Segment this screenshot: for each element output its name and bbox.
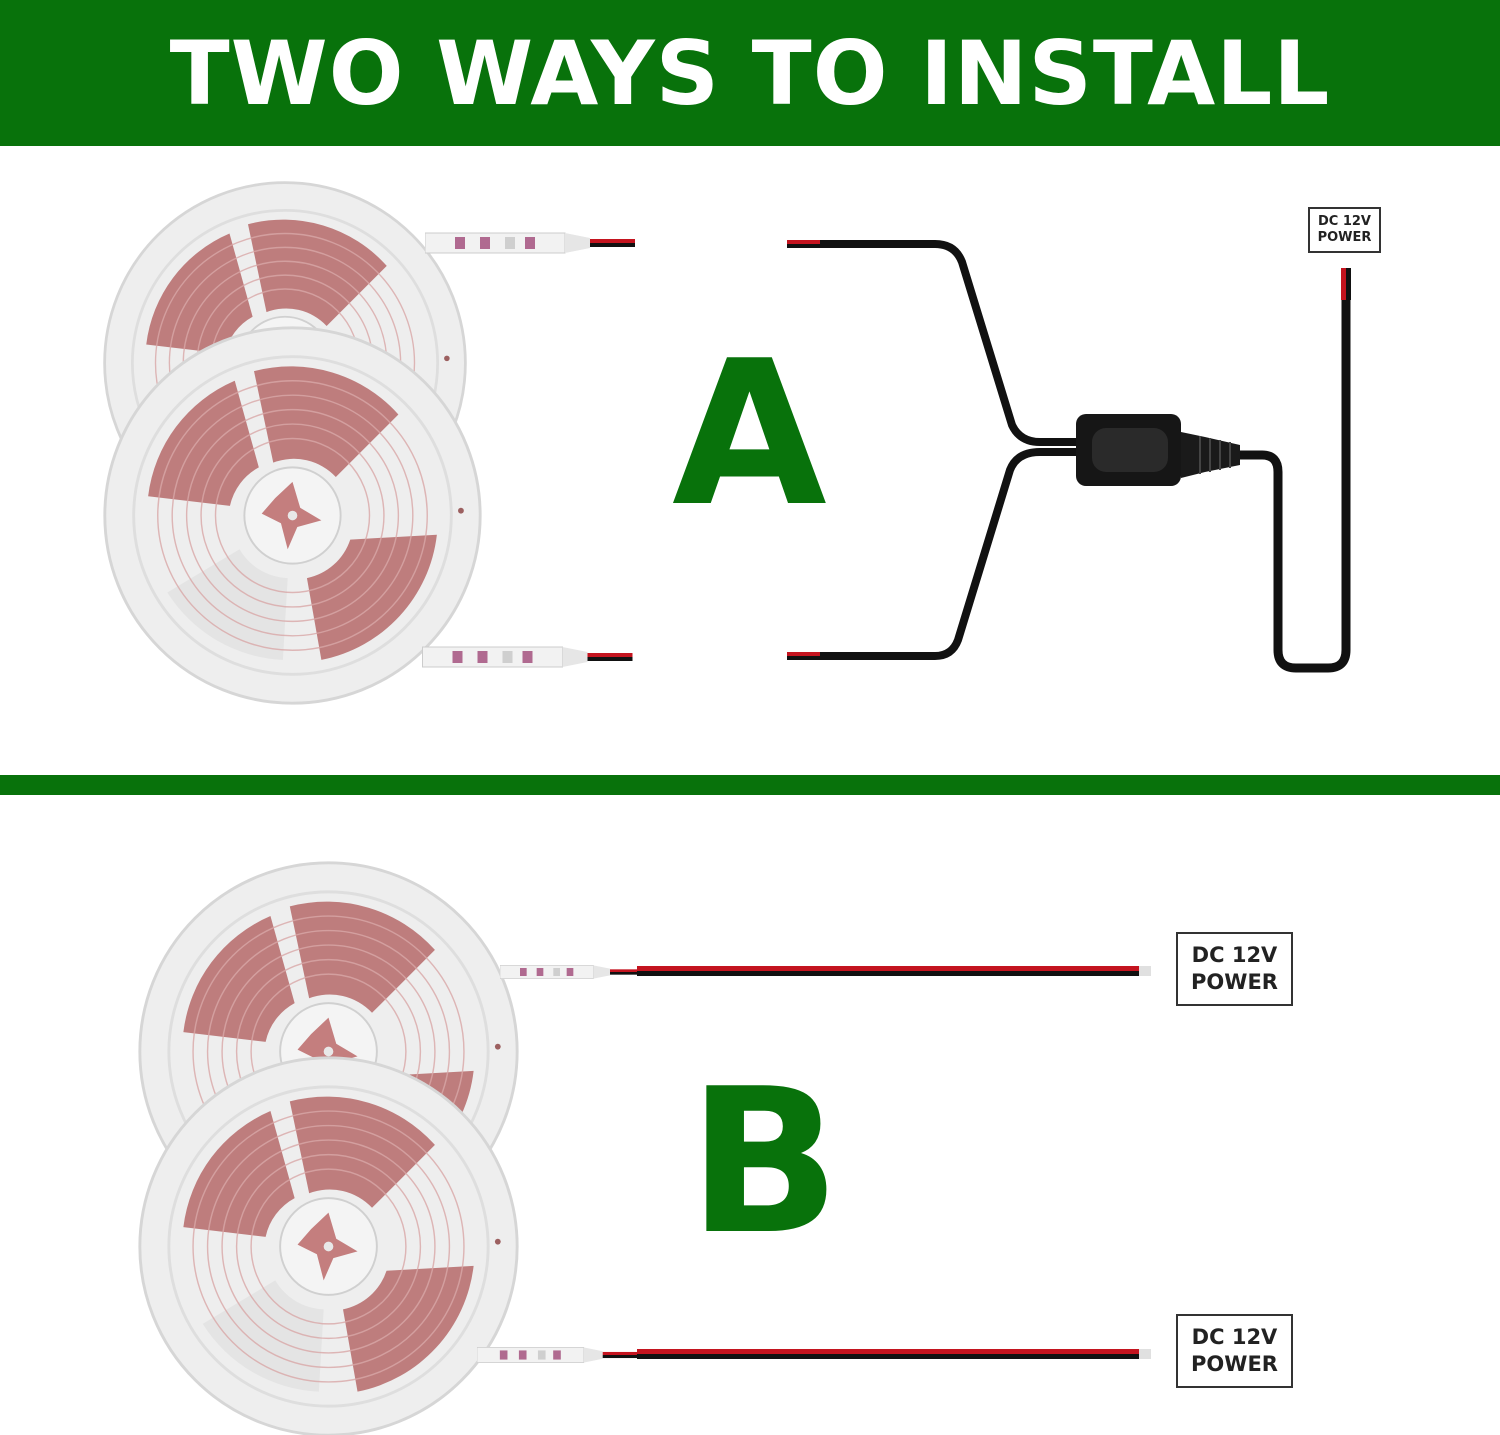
power-label-line2: POWER [1317,230,1372,245]
red-black-wire-icon [637,1349,1151,1359]
power-label-line1: DC 12V [1317,214,1371,229]
title-banner: TWO WAYS TO INSTALL [0,0,1500,146]
power-label-b1: DC 12V POWER [1176,932,1293,1006]
power-label-a: DC 12V POWER [1308,207,1381,253]
method-b-letter: B [688,1046,841,1279]
power-label-line1: DC 12V [1191,943,1278,967]
page-title: TWO WAYS TO INSTALL [169,21,1331,125]
led-strip-connector-icon [500,964,640,980]
section-divider [0,775,1500,795]
red-black-wire-icon [637,966,1151,976]
led-strip-connector-icon [425,232,635,254]
led-strip-connector-icon [477,1346,637,1364]
power-label-line1: DC 12V [1191,1325,1278,1349]
y-splitter-cable-icon [787,240,1351,673]
method-a-letter: A [672,318,827,551]
power-label-line2: POWER [1191,970,1278,994]
led-strip-reel-icon [138,1056,519,1435]
power-label-line2: POWER [1191,1352,1278,1376]
power-label-b2: DC 12V POWER [1176,1314,1293,1388]
led-strip-connector-icon [421,646,634,668]
